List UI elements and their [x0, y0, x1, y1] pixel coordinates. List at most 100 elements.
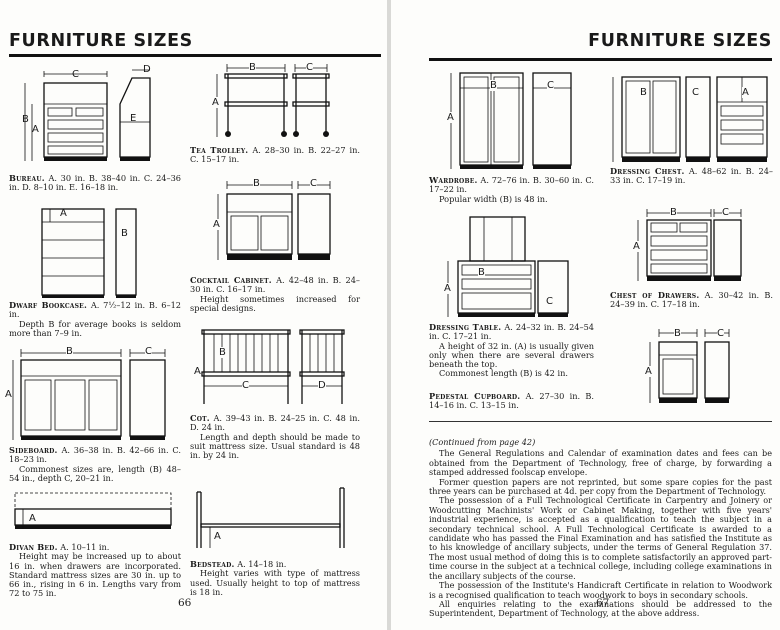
page-heading-right: FURNITURE SIZES: [588, 31, 772, 51]
page-heading-left: FURNITURE SIZES: [9, 31, 193, 51]
cot-label-b: B: [219, 347, 226, 358]
dressing-table-caption: Dressing Table. A. 24–32 in. B. 24–54 in…: [429, 322, 594, 379]
trolley-label-c: C: [306, 62, 313, 73]
dressing-table-label-b: B: [478, 267, 485, 278]
tea-trolley-diagram: [216, 64, 330, 137]
cocktail-cabinet-caption: Cocktail Cabinet. A. 42–48 in. B. 24–30 …: [190, 275, 360, 313]
pedestal-label-b: B: [674, 328, 681, 339]
cot-title: Cot.: [190, 413, 210, 423]
divan-bed-dimensions: A. 10–11 in.: [60, 542, 110, 552]
cocktail-label-b: B: [253, 178, 260, 189]
dressing-chest-label-a: A: [742, 87, 749, 98]
sideboard-label-c: C: [145, 346, 152, 357]
bureau-caption: Bureau. A. 30 in. B. 38–40 in. C. 24–36 …: [9, 173, 181, 193]
wardrobe-label-a: A: [447, 112, 454, 123]
pedestal-label-c: C: [717, 328, 724, 339]
pedestal-cupboard-caption: Pedestal Cupboard. A. 27–30 in. B. 14–16…: [429, 391, 594, 411]
wardrobe-label-b: B: [490, 80, 497, 91]
dwarf-bookcase-caption: Dwarf Bookcase. A. 7½–12 in. B. 6–12 in.…: [9, 300, 181, 338]
paragraph-enquiries: All enquiries relating to the examinatio…: [429, 598, 772, 619]
divan-label-a: A: [29, 513, 36, 524]
dressing-table-dimensions: A. 24–32 in. B. 24–54 in. C. 17–21 in.: [429, 322, 594, 342]
divan-bed-caption: Divan Bed. A. 10–11 in. Height may be in…: [9, 542, 181, 599]
cot-note: Length and depth should be made to suit …: [190, 431, 360, 461]
wardrobe-label-c: C: [547, 80, 554, 91]
bureau-label-d: D: [143, 64, 151, 75]
dressing-chest-dimensions: A. 48–62 in. B. 24–33 in. C. 17–19 in.: [610, 166, 773, 186]
sideboard-title: Sideboard.: [9, 445, 58, 455]
bureau-label-b: B: [22, 114, 29, 125]
cot-label-a: A: [194, 366, 201, 377]
dressing-chest-label-c: C: [692, 87, 699, 98]
continued-note: (Continued from page 42): [429, 437, 536, 447]
cocktail-cabinet-dimensions: A. 42–48 in. B. 24–30 in. C. 16–17 in.: [190, 275, 360, 295]
dwarf-bookcase-dimensions: A. 7½–12 in. B. 6–12 in.: [9, 300, 181, 320]
chest-label-c: C: [722, 207, 729, 218]
bureau-label-e: E: [130, 113, 137, 124]
sideboard-caption: Sideboard. A. 36–38 in. B. 42–66 in. C. …: [9, 445, 181, 483]
paragraph-handicraft-certificate: The possession of the Institute's Handic…: [429, 580, 772, 600]
dressing-table-diagram: [447, 216, 569, 317]
cocktail-cabinet-diagram: [217, 181, 331, 260]
divan-bed-note: Height may be increased up to about 16 i…: [9, 551, 181, 599]
dressing-table-label-a: A: [444, 283, 451, 294]
cocktail-cabinet-title: Cocktail Cabinet.: [190, 275, 272, 285]
trolley-label-b: B: [249, 62, 256, 73]
sideboard-note: Commonest sizes are, length (B) 48–54 in…: [9, 463, 181, 483]
tea-trolley-caption: Tea Trolley. A. 28–30 in. B. 22–27 in. C…: [190, 145, 360, 165]
continued-body-text: (Continued from page 42) The General Reg…: [429, 437, 772, 619]
tea-trolley-dimensions: A. 28–30 in. B. 22–27 in. C. 15–17 in.: [190, 145, 360, 165]
bureau-label-a: A: [32, 124, 39, 135]
dressing-chest-diagram: [612, 76, 768, 162]
dwarf-bookcase-title: Dwarf Bookcase.: [9, 300, 88, 310]
wardrobe-title: Wardrobe.: [429, 175, 478, 185]
cocktail-label-a: A: [213, 219, 220, 230]
sideboard-label-b: B: [66, 346, 73, 357]
cot-label-c: C: [242, 380, 249, 391]
cocktail-label-c: C: [310, 178, 317, 189]
chest-label-a: A: [633, 241, 640, 252]
right-page: FURNITURE SIZES: [391, 0, 780, 630]
wardrobe-caption: Wardrobe. A. 72–76 in. B. 30–60 in. C. 1…: [429, 175, 594, 204]
dwarf-bookcase-diagram: [41, 208, 137, 298]
pedestal-cupboard-dimensions: A. 27–30 in. B. 14–16 in. C. 13–15 in.: [429, 391, 594, 411]
bureau-title: Bureau.: [9, 173, 45, 183]
sideboard-dimensions: A. 36–38 in. B. 42–66 in. C. 18–23 in.: [9, 445, 181, 465]
wardrobe-diagram: [450, 72, 572, 169]
left-page: FURNITURE SIZES B A C D E Bureau. A. 30 …: [0, 0, 387, 630]
section-divider: [429, 421, 772, 422]
bedstead-title: Bedstead.: [190, 559, 235, 569]
dressing-table-label-c: C: [546, 296, 553, 307]
chest-of-drawers-title: Chest of Drawers.: [610, 290, 700, 300]
heading-rule-right: [429, 58, 772, 61]
bureau-diagram: [24, 69, 151, 161]
wardrobe-dimensions: A. 72–76 in. B. 30–60 in. C. 17–22 in.: [429, 175, 594, 195]
bedstead-note: Height varies with type of mattress used…: [190, 568, 360, 597]
page-number-left: 66: [178, 597, 192, 609]
book-gutter: [387, 0, 391, 630]
cot-diagram: [201, 329, 345, 404]
trolley-label-a: A: [212, 97, 219, 108]
sideboard-diagram: [12, 349, 166, 440]
bedstead-label-a: A: [214, 531, 221, 542]
bookcase-label-b: B: [121, 228, 128, 239]
dressing-chest-label-b: B: [640, 87, 647, 98]
chest-label-b: B: [670, 207, 677, 218]
dressing-chest-caption: Dressing Chest. A. 48–62 in. B. 24–33 in…: [610, 166, 773, 186]
chest-of-drawers-dimensions: A. 30–42 in. B. 24–39 in. C. 17–18 in.: [610, 290, 773, 310]
cocktail-cabinet-note: Height sometimes increased for special d…: [190, 293, 360, 313]
bedstead-dimensions: A. 14–18 in.: [237, 559, 287, 569]
bureau-dimensions: A. 30 in. B. 38–40 in. C. 24–36 in. D. 8…: [9, 173, 181, 193]
cot-dimensions: A. 39–43 in. B. 24–25 in. C. 48 in. D. 2…: [190, 413, 360, 433]
dressing-table-note-2: Commonest length (B) is 42 in.: [439, 368, 568, 379]
wardrobe-note: Popular width (B) is 48 in.: [439, 193, 548, 204]
page-number-right: 67: [596, 597, 610, 609]
pedestal-cupboard-title: Pedestal Cupboard.: [429, 391, 521, 401]
divan-bed-title: Divan Bed.: [9, 542, 58, 552]
bedstead-diagram: [196, 487, 345, 548]
divan-bed-diagram: [14, 492, 172, 529]
dressing-table-title: Dressing Table.: [429, 322, 502, 332]
cot-label-d: D: [318, 380, 326, 391]
pedestal-cupboard-diagram: [649, 329, 730, 403]
cot-caption: Cot. A. 39–43 in. B. 24–25 in. C. 48 in.…: [190, 413, 360, 461]
